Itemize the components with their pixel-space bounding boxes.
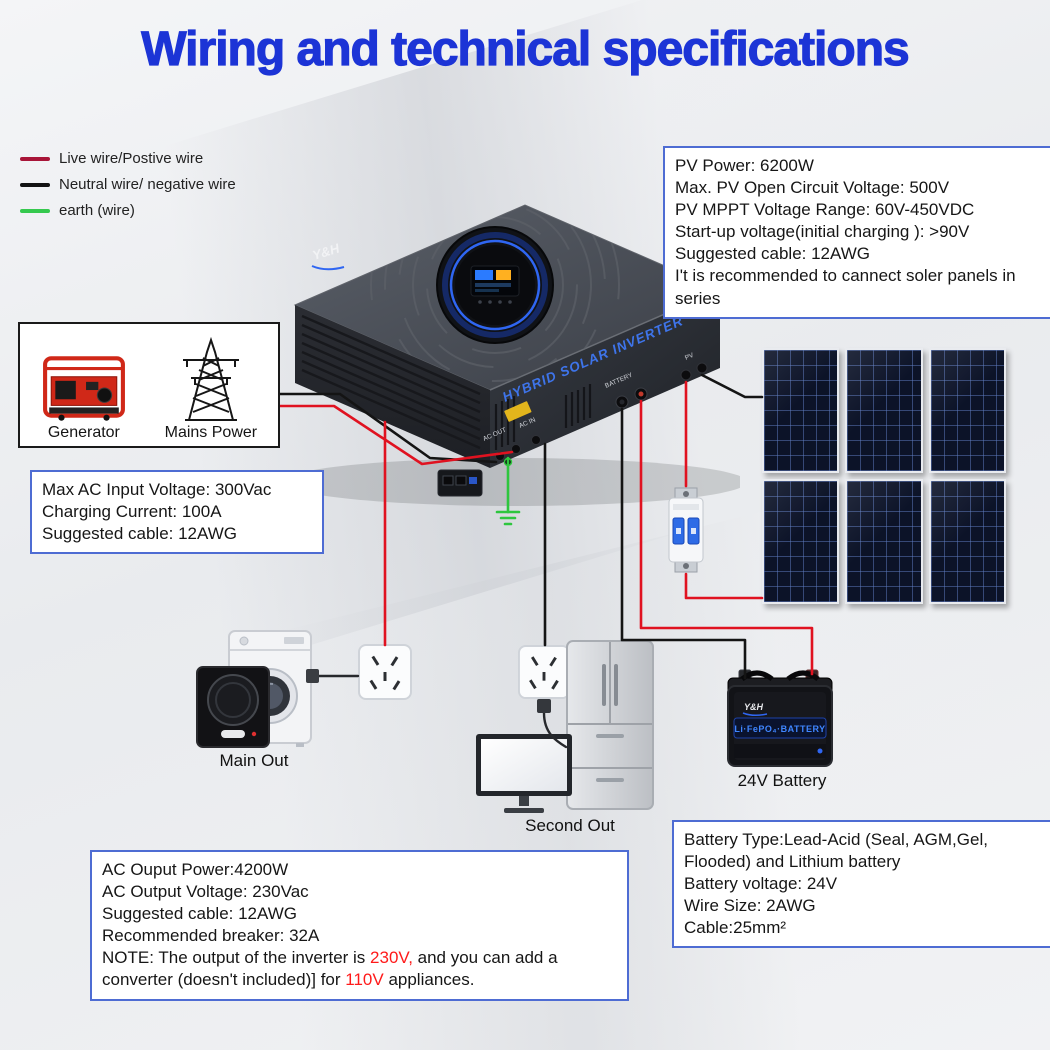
spec-note: NOTE: The output of the inverter is 230V…: [102, 947, 617, 991]
mains-power-label: Mains Power: [164, 424, 258, 441]
solar-panel: [762, 479, 840, 604]
solar-panel: [762, 348, 840, 473]
second-out-label: Second Out: [525, 816, 615, 835]
generator-icon: [42, 356, 125, 421]
inverter-display: [436, 226, 554, 344]
solar-panel: [928, 479, 1006, 604]
note-text: NOTE: The output of the inverter is: [102, 948, 371, 968]
brand-swoosh: [311, 265, 345, 271]
induction-cooker-icon: [196, 666, 270, 748]
earth-wire-swatch: [20, 208, 50, 213]
note-text: and you can add a converter (doesn't inc…: [102, 948, 558, 990]
spec-line: Recommended breaker: 32A: [102, 926, 320, 946]
ac-source-box: Generator Mains Power: [18, 322, 280, 448]
battery-icon: Y&H Li·FePO₄·BATTERY: [727, 669, 833, 767]
battery-spec-box: Battery Type:Lead-Acid (Seal, AGM,Gel, F…: [672, 820, 1050, 949]
spec-line: Battery voltage: 24V: [684, 874, 838, 894]
spec-line: Cable:25mm²: [684, 918, 787, 938]
spec-line: Start-up voltage(initial charging ): >90…: [675, 222, 970, 242]
fridge-icon: [566, 640, 654, 810]
plug-icon-second: [537, 699, 551, 713]
earth-screw: [503, 457, 513, 467]
breaker-icon: [668, 487, 704, 573]
legend-item-neutral: Neutral wire/ negative wire: [20, 176, 236, 193]
live-wire-swatch: [20, 156, 50, 161]
spec-line: PV MPPT Voltage Range: 60V-450VDC: [675, 200, 975, 220]
monitor-icon: [476, 734, 572, 813]
legend-item-earth: earth (wire): [20, 202, 236, 219]
neutral-wire-swatch: [20, 182, 50, 187]
wire-legend: Live wire/Postive wire Neutral wire/ neg…: [20, 150, 236, 228]
page-title: Wiring and technical specifications: [141, 22, 911, 76]
spec-line: Charging Current: 100A: [42, 502, 222, 522]
note-highlight-110v: 110V: [345, 970, 384, 990]
battery-face-label: Li·FePO₄·BATTERY: [734, 724, 825, 734]
spec-line: Wire Size: 2AWG: [684, 896, 816, 916]
solar-panel: [845, 479, 923, 604]
solar-array: [762, 348, 1006, 604]
spec-line: Max AC Input Voltage: 300Vac: [42, 480, 272, 499]
ac-output-spec-box: AC Ouput Power:4200W AC Output Voltage: …: [90, 850, 629, 1001]
battery-brand: Y&H: [744, 702, 764, 712]
spec-line: Battery Type:Lead-Acid (Seal, AGM,Gel, F…: [684, 830, 988, 872]
power-tower-icon: [182, 336, 239, 421]
battery-caption: 24V Battery: [737, 771, 827, 790]
outlet-icon-main: [358, 644, 412, 700]
solar-panel: [928, 348, 1006, 473]
legend-item-live: Live wire/Postive wire: [20, 150, 236, 167]
spec-line: I't is recommended to cannect soler pane…: [675, 266, 1016, 308]
note-text: appliances.: [383, 970, 475, 990]
legend-label: earth (wire): [59, 202, 135, 219]
live-wire-pv-out: [684, 572, 764, 600]
spec-line: AC Output Voltage: 230Vac: [102, 882, 309, 902]
spec-line: Suggested cable: 12AWG: [102, 904, 297, 924]
note-highlight-230v: 230V,: [370, 948, 413, 968]
spec-line: PV Power: 6200W: [675, 156, 814, 175]
spec-line: Suggested cable: 12AWG: [42, 524, 237, 544]
mains-column: Mains Power: [165, 334, 257, 442]
spec-line: Suggested cable: 12AWG: [675, 244, 870, 264]
outlet-icon-second: [518, 645, 570, 699]
inverter-brand-logo: Y&H: [310, 240, 341, 263]
legend-label: Neutral wire/ negative wire: [59, 176, 236, 193]
spec-line: Max. PV Open Circuit Voltage: 500V: [675, 178, 950, 198]
spec-line: AC Ouput Power:4200W: [102, 860, 289, 879]
generator-column: Generator: [41, 354, 127, 442]
ac-input-spec-box: Max AC Input Voltage: 300Vac Charging Cu…: [30, 470, 324, 555]
legend-label: Live wire/Postive wire: [59, 150, 204, 167]
solar-panel: [845, 348, 923, 473]
pv-spec-box: PV Power: 6200W Max. PV Open Circuit Vol…: [663, 146, 1050, 319]
generator-label: Generator: [47, 424, 120, 441]
main-out-label: Main Out: [219, 751, 289, 770]
